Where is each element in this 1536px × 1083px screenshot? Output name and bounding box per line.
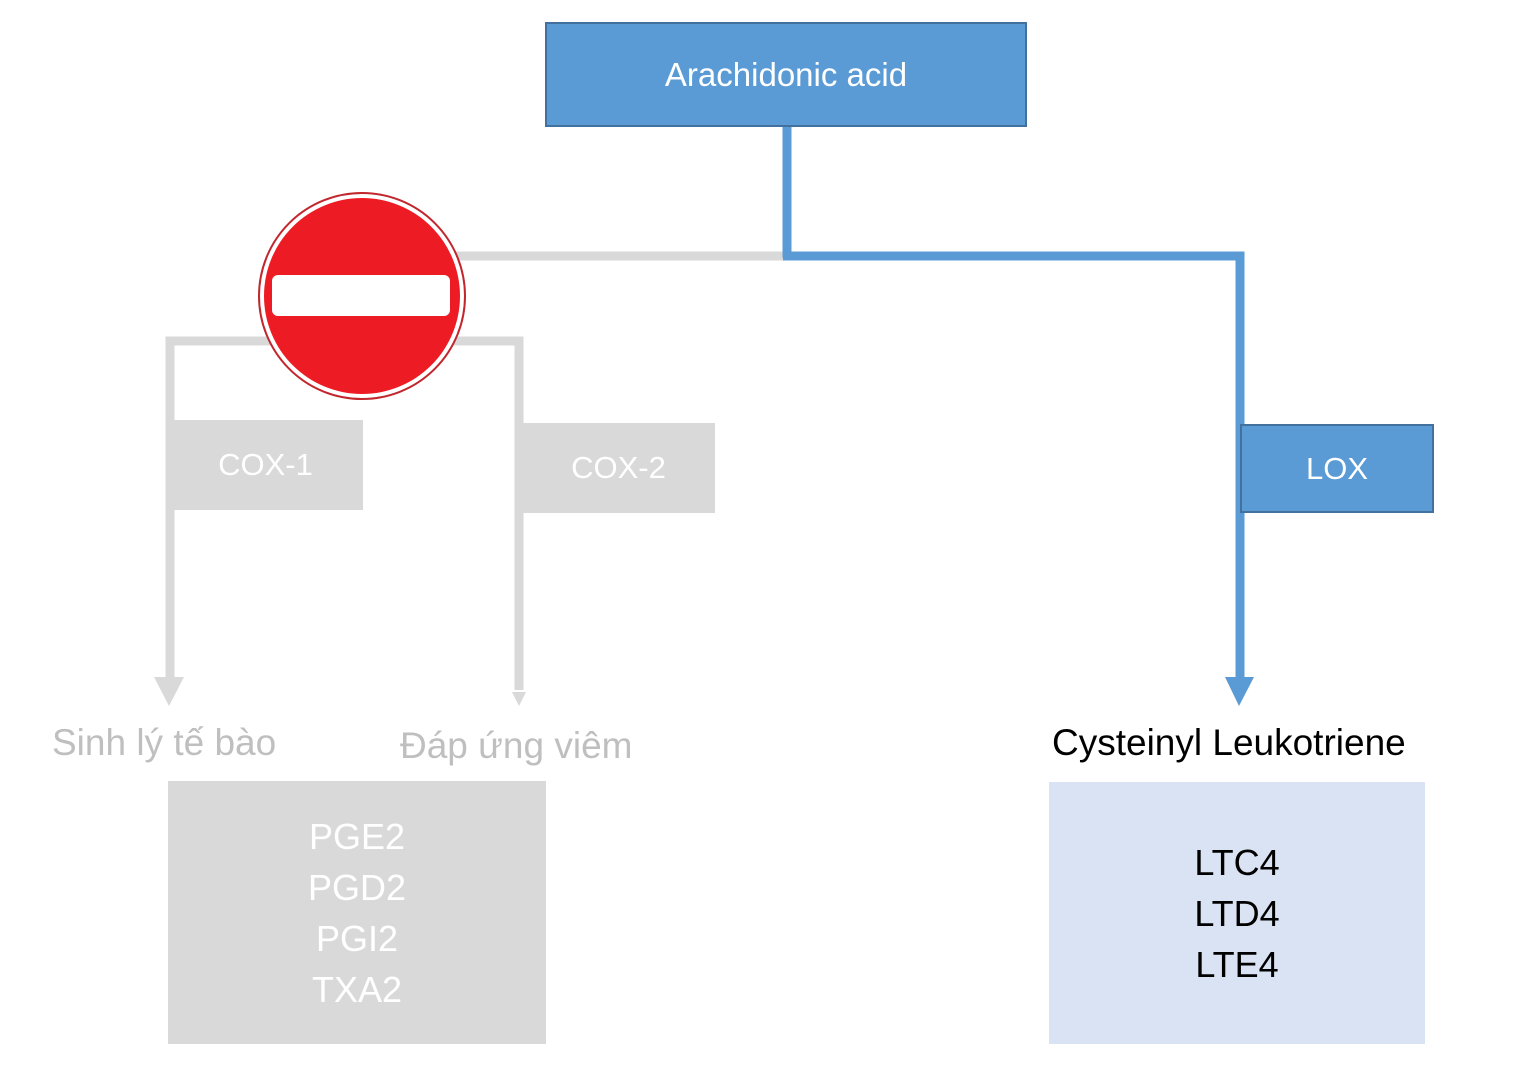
arrow-head-cox2 — [512, 692, 526, 706]
prostaglandin-list-box: PGE2 PGD2 PGI2 TXA2 — [168, 781, 546, 1044]
arachidonic-acid-node: Arachidonic acid — [545, 22, 1027, 127]
arrow-head-cox1 — [154, 677, 184, 706]
arrow-head-lox — [1225, 677, 1254, 706]
cox1-outcome-label: Sinh lý tế bào — [52, 722, 277, 763]
leukotriene-item: LTC4 — [1194, 841, 1280, 883]
leukotriene-item: LTE4 — [1195, 943, 1279, 985]
connector-trunk-to-lox — [783, 251, 1245, 678]
prostaglandin-item: TXA2 — [311, 968, 403, 1010]
cox2-outcome-label: Đáp ứng viêm — [400, 725, 633, 766]
prostaglandin-item: PGE2 — [308, 815, 406, 857]
leukotriene-list-box: LTC4 LTD4 LTE4 — [1049, 782, 1425, 1044]
prostaglandin-item: PGD2 — [307, 866, 407, 908]
cox2-label: COX-2 — [571, 450, 666, 485]
cox1-node: COX-1 — [168, 420, 363, 510]
leukotriene-item: LTD4 — [1194, 892, 1280, 934]
no-entry-sign-icon — [258, 192, 466, 400]
prostaglandin-item: PGI2 — [315, 917, 399, 959]
cox2-node: COX-2 — [522, 423, 715, 513]
lox-outcome-label: Cysteinyl Leukotriene — [1052, 722, 1406, 763]
lox-label: LOX — [1305, 450, 1369, 486]
cox1-label: COX-1 — [218, 447, 313, 482]
lox-node: LOX — [1240, 424, 1434, 513]
arachidonic-acid-label: Arachidonic acid — [664, 55, 908, 93]
